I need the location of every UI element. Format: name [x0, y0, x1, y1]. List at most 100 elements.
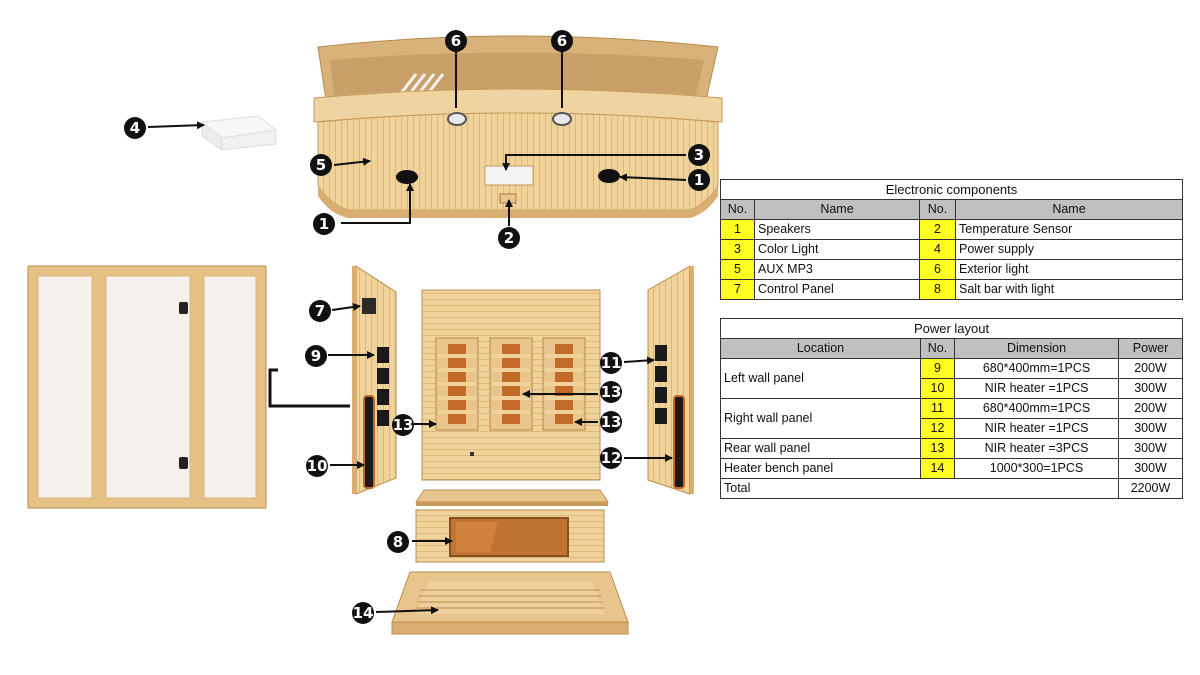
total-label: Total [720, 478, 1119, 499]
rear-heater-right [542, 337, 586, 431]
svg-text:14: 14 [353, 604, 374, 622]
exterior-light-right [552, 112, 572, 126]
component-name: Exterior light [954, 259, 1184, 280]
column-header: No. [919, 199, 956, 220]
total-value: 2200W [1117, 478, 1184, 499]
callout-c5: 5 [310, 154, 332, 176]
svg-text:5: 5 [316, 156, 326, 174]
power-cell: 200W [1117, 358, 1184, 379]
power-layout-title: Power layout [719, 318, 1184, 339]
column-header: Name [954, 199, 1184, 220]
bench-top [415, 489, 609, 506]
front-door-panel [27, 265, 267, 509]
dimension-cell: NIR heater =1PCS [954, 418, 1119, 439]
component-number: 6 [919, 259, 956, 280]
callout-c9: 9 [305, 345, 327, 367]
column-header: Name [754, 199, 920, 220]
dimension-cell: NIR heater =3PCS [954, 438, 1119, 459]
component-name: Temperature Sensor [954, 219, 1184, 240]
component-number: 1 [720, 219, 755, 240]
table-row: 1 Speakers 2 Temperature Sensor [720, 219, 1184, 240]
table-row: Left wall panel 9 680*400mm=1PCS 200W [720, 358, 1184, 399]
right-wall-panel [647, 265, 694, 495]
callout-c12: 12 [600, 447, 622, 469]
callout-c11: 11 [600, 352, 622, 374]
svg-text:13: 13 [601, 383, 622, 401]
heater-bench-panel [391, 571, 629, 635]
component-name: Salt bar with light [954, 279, 1184, 300]
callout-c6a: 6 [445, 30, 467, 52]
heater-number: 9 [920, 358, 955, 379]
svg-text:4: 4 [130, 119, 140, 137]
callout-c7: 7 [309, 300, 331, 322]
component-name: AUX MP3 [754, 259, 920, 280]
control-panel [362, 298, 376, 314]
power-cell: 300W [1117, 438, 1184, 459]
heater-number: 12 [920, 418, 955, 439]
svg-text:1: 1 [694, 171, 704, 189]
column-header: No. [920, 338, 955, 359]
power-cell: 300W [1117, 458, 1184, 479]
bench-front [415, 509, 605, 563]
svg-text:10: 10 [307, 457, 328, 475]
rear-heater-middle [489, 337, 533, 431]
right-nir-heater [673, 395, 685, 489]
component-number: 7 [720, 279, 755, 300]
heater-number: 13 [920, 438, 955, 459]
heater-number: 11 [920, 398, 955, 419]
callout-c13c: 13 [600, 411, 622, 433]
electronic-components-table: Electronic components No. Name No. Name … [719, 179, 1184, 300]
power-cell: 300W [1117, 418, 1184, 439]
component-number: 8 [919, 279, 956, 300]
callout-c6b: 6 [551, 30, 573, 52]
svg-text:8: 8 [393, 533, 403, 551]
svg-text:6: 6 [451, 32, 461, 50]
table-row: 3 Color Light 4 Power supply [720, 239, 1184, 260]
column-header: Location [720, 338, 921, 359]
callout-c1a: 1 [313, 213, 335, 235]
svg-text:11: 11 [601, 354, 622, 372]
total-row: Total 2200W [720, 478, 1184, 499]
svg-text:13: 13 [393, 416, 414, 434]
heater-number: 10 [920, 378, 955, 399]
table-row: Rear wall panel 13 NIR heater =3PCS 300W [720, 438, 1184, 459]
left-nir-heater [363, 395, 375, 489]
callout-c3: 3 [688, 144, 710, 166]
power-layout-table: Power layout Location No. Dimension Powe… [719, 318, 1184, 499]
column-header: No. [720, 199, 755, 220]
exterior-light-left [447, 112, 467, 126]
svg-text:9: 9 [311, 347, 321, 365]
color-light [484, 165, 534, 186]
callout-c1b: 1 [688, 169, 710, 191]
callout-c2: 2 [498, 227, 520, 249]
dimension-cell: NIR heater =1PCS [954, 378, 1119, 399]
component-number: 5 [720, 259, 755, 280]
callout-leaders [147, 47, 687, 615]
component-number: 2 [919, 219, 956, 240]
component-number: 3 [720, 239, 755, 260]
speaker-left [396, 170, 418, 184]
power-cell: 200W [1117, 398, 1184, 419]
component-name: Control Panel [754, 279, 920, 300]
dimension-cell: 1000*300=1PCS [954, 458, 1119, 479]
callout-c8: 8 [387, 531, 409, 553]
callout-c13a: 13 [392, 414, 414, 436]
component-name: Color Light [754, 239, 920, 260]
svg-text:13: 13 [601, 413, 622, 431]
table-row: 7 Control Panel 8 Salt bar with light [720, 279, 1184, 300]
speaker-right [598, 169, 620, 183]
rear-wall-panel [421, 289, 601, 481]
table-row: Heater bench panel 14 1000*300=1PCS 300W [720, 458, 1184, 479]
table-row: 12 NIR heater =1PCS 300W [721, 418, 1184, 439]
power-supply-box [200, 115, 278, 151]
roof-assembly [313, 35, 723, 218]
svg-text:3: 3 [694, 146, 704, 164]
table-row: 5 AUX MP3 6 Exterior light [720, 259, 1184, 280]
location-cell: Rear wall panel [720, 438, 921, 459]
door-bracket [268, 368, 350, 408]
callout-c10: 10 [306, 455, 328, 477]
table-row: Right wall panel 11 680*400mm=1PCS 200W [720, 398, 1184, 439]
heater-number: 14 [920, 458, 955, 479]
component-name: Speakers [754, 219, 920, 240]
electronic-components-title: Electronic components [719, 179, 1184, 200]
